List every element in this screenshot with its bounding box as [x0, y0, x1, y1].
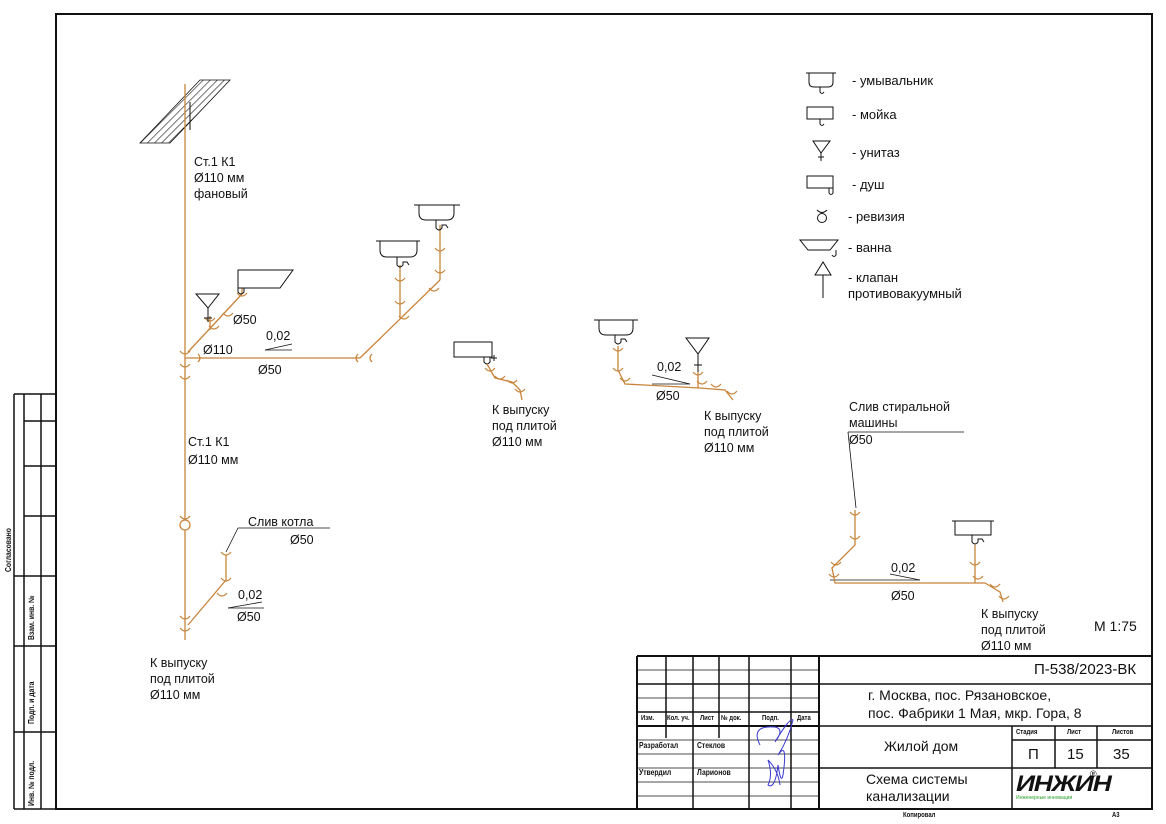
title-block-grid: [636, 655, 1152, 809]
legend-shower-label: - душ: [852, 177, 885, 192]
riser-pipe: [184, 84, 441, 640]
riser-outlet-label-2: под плитой: [150, 672, 215, 686]
sheet-frame: [55, 13, 1153, 810]
tb-name-developed: Стеклов: [697, 741, 726, 750]
logo-text: ИНЖИН: [1016, 771, 1112, 796]
legend-sink-label: - мойка: [852, 107, 897, 122]
boiler-drain-label: Слив котла: [248, 515, 314, 529]
sheets-header: Листов: [1112, 729, 1134, 736]
sheet-title-2: канализации: [866, 788, 950, 804]
washer-outlet-label-3: Ø110 мм: [981, 639, 1032, 653]
tb-role-developed: Разработал: [639, 741, 679, 750]
middle-outlet-label-1: К выпуску: [704, 409, 762, 423]
boiler-slope-label: 0,02: [238, 588, 263, 602]
signature: [756, 719, 794, 787]
riser-upper-label-3: фановый: [194, 187, 248, 201]
copied-label: Копировал: [903, 812, 936, 819]
shower-fixture: [453, 341, 497, 365]
middle-outlet-label-3: Ø110 мм: [704, 441, 755, 455]
tb-header-sheet: Лист: [700, 715, 715, 722]
shower-outlet-label-3: Ø110 мм: [492, 435, 543, 449]
legend-valve-label: - клапан: [848, 270, 899, 285]
toilet-fixture-2: [685, 337, 710, 372]
sheets-value: 35: [1113, 746, 1130, 763]
riser-lower-label-1: Ст.1 К1: [188, 435, 230, 449]
left-strip: [13, 393, 56, 810]
replace-inv-label: Взам. инв. №: [27, 595, 36, 640]
stage-header: Стадия: [1016, 729, 1038, 736]
washer-diameter: Ø50: [849, 433, 873, 447]
sheet-header: Лист: [1067, 729, 1082, 736]
logo-registered: ®: [1090, 769, 1097, 779]
legend-washbasin-label: - умывальник: [852, 73, 934, 88]
company-logo: ИНЖИН ® Инженерные инновации: [1014, 769, 1150, 809]
boiler-drain-diameter: Ø50: [290, 533, 314, 547]
logo-subtitle: Инженерные инновации: [1016, 795, 1073, 801]
shower-outlet-label-1: К выпуску: [492, 403, 550, 417]
branch-d110-label: Ø110: [203, 343, 233, 357]
stage-value: П: [1028, 746, 1039, 763]
riser-lower-label-2: Ø110 мм: [188, 453, 239, 467]
toilet-fixture: [194, 293, 221, 322]
tb-header-docno: № док.: [721, 715, 742, 722]
scale-label: М 1:75: [1094, 618, 1137, 634]
washer-outlet-label-2: под плитой: [981, 623, 1046, 637]
address-line-1: г. Москва, пос. Рязановское,: [868, 687, 1052, 703]
agreed-label: Согласовано: [4, 528, 13, 572]
sign-date-label: Подп. и дата: [27, 681, 36, 724]
legend-cleanout-label: - ревизия: [848, 209, 905, 224]
tb-role-approved: Утвердил: [639, 768, 672, 777]
washer-label-1: Слив стиральной: [849, 400, 950, 414]
riser-outlet-label-1: К выпуску: [150, 656, 208, 670]
washbasin-fixture: [376, 204, 460, 268]
tb-header-rev: Изм.: [641, 715, 655, 722]
washer-label-2: машины: [849, 416, 898, 430]
sheet-value: 15: [1067, 746, 1084, 763]
riser-upper-label-1: Ст.1 К1: [194, 155, 236, 169]
legend-icons: [798, 72, 840, 298]
branch-d50-label: Ø50: [233, 313, 257, 327]
main-d50-label: Ø50: [258, 363, 282, 377]
building-label: Жилой дом: [884, 738, 959, 754]
inv-orig-label: Инв. № подл.: [27, 760, 36, 806]
washer-slope-label: 0,02: [891, 561, 916, 575]
bathtub-fixture: [237, 269, 294, 295]
tb-header-sign: Подп.: [762, 715, 779, 722]
shower-drain-pipe: [486, 363, 523, 401]
washbasin-fixture-3: [952, 520, 994, 545]
legend-toilet-label: - унитаз: [852, 145, 900, 160]
washer-outlet-label-1: К выпуску: [981, 607, 1039, 621]
middle-diameter-label: Ø50: [656, 389, 680, 403]
boiler-slope-diameter: Ø50: [237, 610, 261, 624]
address-line-2: пос. Фабрики 1 Мая, мкр. Гора, 8: [868, 705, 1082, 721]
shower-outlet-label-2: под плитой: [492, 419, 557, 433]
washer-drain-pipe: [831, 510, 1004, 603]
washbasin-fixture-2: [594, 319, 638, 345]
legend-valve-label-2: противовакуумный: [848, 286, 962, 301]
format-label: А3: [1112, 812, 1120, 819]
doc-code: П-538/2023-ВК: [1034, 661, 1137, 678]
sheet-title-1: Схема системы: [866, 771, 968, 787]
riser-upper-label-2: Ø110 мм: [194, 171, 245, 185]
cleanout-fitting: [179, 515, 191, 531]
tb-header-qty: Кол. уч.: [667, 715, 690, 722]
middle-outlet-label-2: под плитой: [704, 425, 769, 439]
legend-bathtub-label: - ванна: [848, 240, 892, 255]
main-slope-label: 0,02: [266, 329, 291, 343]
riser-outlet-label-3: Ø110 мм: [150, 688, 201, 702]
middle-slope-label: 0,02: [657, 360, 682, 374]
tb-name-approved: Ларионов: [697, 768, 731, 777]
washer-slope-diameter: Ø50: [891, 589, 915, 603]
tb-header-date: Дата: [797, 715, 811, 722]
